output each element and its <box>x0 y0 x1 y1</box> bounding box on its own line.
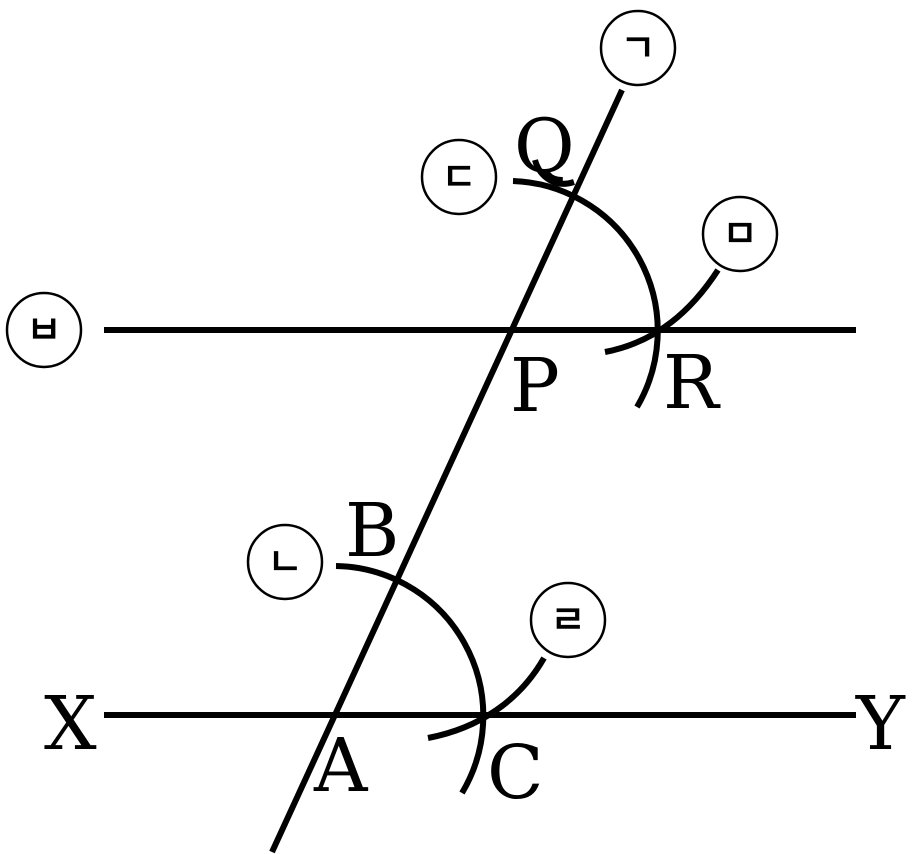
point-label-p: P <box>510 343 560 429</box>
step-marker-6: ㅂ <box>5 291 83 369</box>
arc-centered-p-qr <box>512 178 661 409</box>
step-marker-6-label: ㅂ <box>27 308 62 352</box>
arc-through-r <box>604 268 721 355</box>
step-marker-5: ㅁ <box>701 195 779 273</box>
arc-through-c <box>427 656 547 741</box>
point-label-c: C <box>487 730 544 816</box>
transversal-line <box>269 88 625 854</box>
step-marker-4-label: ㄹ <box>551 598 586 642</box>
arc-centered-a-bc <box>335 563 487 795</box>
step-marker-1: ㄱ <box>599 9 677 87</box>
point-label-a: A <box>313 723 369 809</box>
point-label-y: Y <box>855 681 906 767</box>
step-marker-2-label: ㄴ <box>268 540 303 584</box>
step-marker-3-label: ㄷ <box>442 155 477 199</box>
point-label-x: X <box>44 681 97 767</box>
step-marker-5-label: ㅁ <box>723 212 758 256</box>
step-marker-2: ㄴ <box>246 523 324 601</box>
step-marker-3: ㄷ <box>420 138 498 216</box>
point-label-b: B <box>345 488 399 574</box>
step-marker-1-label: ㄱ <box>621 26 656 70</box>
point-label-r: R <box>663 340 721 426</box>
arc-near-q <box>532 159 575 187</box>
step-marker-4: ㄹ <box>529 581 607 659</box>
point-label-q: Q <box>514 104 575 190</box>
